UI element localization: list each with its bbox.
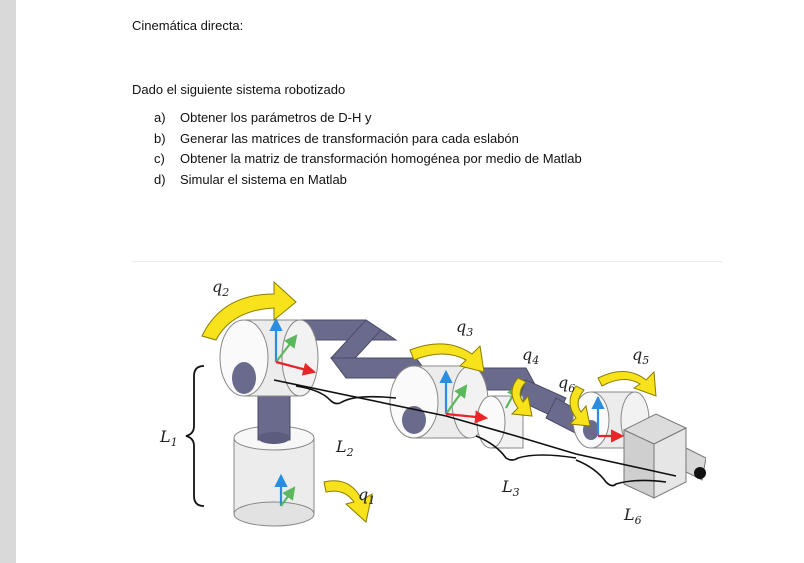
task-marker: d)	[154, 171, 166, 187]
rotation-arrow-q1	[323, 480, 373, 523]
task-text: Obtener los parámetros de D-H y	[180, 110, 372, 125]
link-l2	[284, 319, 432, 379]
joint-3-drum	[389, 365, 489, 439]
robot-arm-figure: q2 q3 q4 q5 q6 q1 L1 L2 L3 L6	[159, 277, 706, 527]
task-item: b) Generar las matrices de transformación…	[154, 131, 582, 152]
rotation-arrow-q3	[409, 343, 485, 373]
shaft-base	[258, 432, 290, 444]
brace-l6	[575, 459, 667, 487]
label-l6: L6	[623, 505, 642, 527]
link-shaft	[257, 387, 291, 441]
rotation-arrow-q4	[510, 377, 533, 417]
base-cylinder	[233, 425, 315, 527]
label-q3: q3	[456, 317, 473, 339]
gripper	[622, 413, 706, 499]
section-heading: Cinemática directa:	[132, 18, 244, 33]
brace-l3	[475, 435, 577, 461]
task-text: Generar las matrices de transformación p…	[180, 130, 519, 146]
task-marker: a)	[154, 110, 166, 125]
label-l3: L3	[501, 477, 520, 499]
intro-text: Dado el siguiente sistema robotizado	[132, 82, 346, 97]
task-text: Simular el sistema en Matlab	[180, 171, 347, 187]
task-item: a) Obtener los parámetros de D-H y	[154, 110, 582, 131]
document-page: Cinemática directa: Dado el siguiente si…	[16, 0, 804, 563]
rotation-arrow-q6	[568, 385, 591, 427]
label-q4: q4	[522, 345, 539, 367]
frame-base	[274, 473, 296, 507]
rotation-arrow-q5	[597, 370, 657, 397]
task-item: d) Simular el sistema en Matlab	[154, 172, 582, 193]
task-marker: c)	[154, 151, 165, 166]
rotation-arrow-q2	[201, 280, 297, 341]
task-marker: b)	[154, 130, 166, 146]
task-text: Obtener la matriz de transformación homo…	[180, 151, 582, 166]
figure-separator	[132, 261, 722, 262]
task-list: a) Obtener los parámetros de D-H y b) Gene…	[154, 110, 582, 192]
task-item: c) Obtener la matriz de transformación ho…	[154, 151, 582, 172]
frame-joint-3	[439, 369, 489, 424]
frame-joint-5	[591, 395, 625, 443]
viewer-margin	[0, 0, 16, 563]
label-q5: q5	[632, 345, 649, 367]
label-q6: q6	[558, 373, 575, 395]
frame-joint-2	[269, 317, 317, 376]
joint-2-drum	[219, 319, 319, 397]
brace-l1	[185, 365, 205, 507]
brace-l2	[295, 385, 397, 405]
label-l2: L2	[335, 437, 354, 459]
kinematic-chain	[273, 379, 677, 477]
label-l1: L1	[159, 427, 178, 449]
label-q2: q2	[212, 277, 229, 299]
label-q1: q1	[358, 485, 375, 507]
